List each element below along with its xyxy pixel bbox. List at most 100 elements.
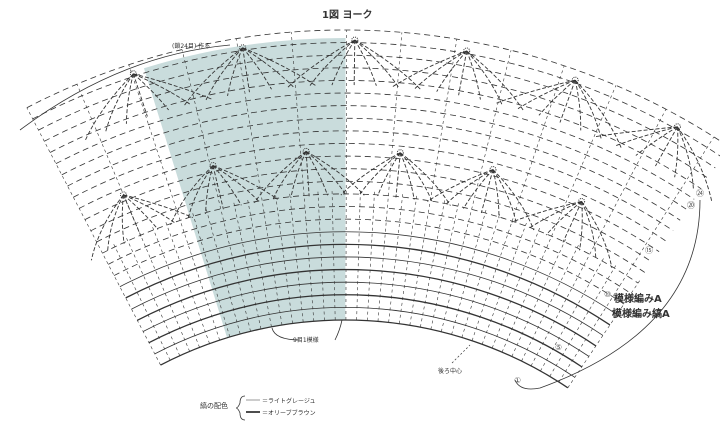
fan-motif-stroke (133, 73, 169, 111)
fan-motif-stroke (212, 165, 224, 210)
stitch-column (567, 279, 641, 388)
stitch-column (451, 209, 487, 335)
fan-motif-stroke (254, 150, 307, 204)
fan-motif-stroke (492, 169, 517, 224)
fan-motif-center (578, 197, 586, 205)
legend-title: 縞の配色 (200, 402, 228, 410)
fan-motif-stroke (677, 126, 713, 202)
stitch-column (530, 109, 667, 367)
fan-motif-center (396, 149, 404, 157)
row-4 (142, 281, 590, 357)
fan-motif-stroke (133, 73, 191, 105)
fan-motif-stroke (187, 165, 214, 220)
legend-item-light-greige: ＝ライトグレージュ (262, 398, 316, 405)
row-16 (73, 130, 674, 232)
fan-motif-center (302, 147, 310, 155)
fan-motif-stroke (90, 194, 124, 261)
row-number-15: ⑮ (645, 246, 653, 255)
fan-motif-stroke (272, 151, 307, 201)
fan-motif-stroke (492, 169, 535, 231)
row-7 (125, 243, 611, 326)
stitch-column (181, 49, 251, 332)
row-number-10: ⑩ (604, 290, 612, 299)
fan-motif-stroke (595, 126, 678, 138)
fan-motif-stroke (574, 79, 622, 149)
fan-motif-stroke (212, 165, 260, 203)
stitch-column (377, 32, 403, 322)
fan-motif-center (129, 70, 137, 78)
stitch-column (290, 32, 315, 322)
row-2 (154, 306, 576, 378)
row-17 (67, 117, 681, 221)
row-number-1: ① (514, 376, 522, 385)
stitch-column (26, 107, 161, 366)
fan-motif-stroke (635, 126, 678, 156)
row-10 (108, 206, 632, 294)
fan-motif-stroke (492, 169, 500, 219)
pattern-a-label: 模様編みA (614, 294, 662, 305)
fan-motif-stroke (123, 194, 142, 237)
stitch-column (289, 192, 304, 323)
fan-motif-stroke (242, 47, 250, 93)
fan-motif-stroke (562, 201, 583, 243)
fan-motif-stroke (340, 152, 401, 196)
stitch-column (409, 39, 458, 326)
row-1 (160, 319, 569, 389)
stitch-column (113, 243, 171, 361)
stitch-column (549, 264, 617, 377)
stitch-column (345, 30, 347, 321)
fan-motif-stroke (305, 150, 365, 196)
row-21 (44, 67, 709, 179)
fan-motif-stroke (674, 126, 679, 178)
fan-motif-center (463, 47, 471, 55)
stitch-column (151, 226, 200, 348)
stitch-column (331, 190, 336, 321)
stitch-column (125, 237, 181, 356)
stitch-column (558, 136, 715, 383)
fan-motif-stroke (538, 79, 576, 116)
fan-motif-stroke (125, 73, 134, 124)
fan-motif-stroke (581, 201, 613, 268)
stitch-column (471, 65, 565, 341)
stripe-pattern-a-label: 模様編み縞A (612, 309, 670, 320)
fan-motif-stroke (105, 73, 134, 132)
fan-motif-stroke (399, 152, 415, 200)
stitch-column (317, 190, 325, 321)
fan-motif-stroke (545, 201, 582, 236)
fan-motif-stroke (170, 165, 214, 226)
row-18 (61, 105, 688, 211)
diagram-title: 1図 ヨーク (322, 10, 373, 21)
legend-brace (235, 395, 246, 421)
fan-motif-stroke (354, 39, 377, 86)
fan-motif-stroke (107, 194, 124, 252)
stitch-column (440, 50, 512, 332)
fan-motif-stroke (331, 39, 356, 86)
stitch-column (481, 222, 528, 345)
fan-motif-center (489, 166, 497, 174)
fan-motif-stroke (123, 194, 176, 224)
fan-motif-stroke (395, 152, 401, 198)
fan-motif-stroke (183, 47, 243, 106)
fan-motif-stroke (358, 152, 401, 196)
fan-motif-stroke (227, 47, 244, 97)
fan-motif-stroke (574, 80, 582, 131)
stitch-column (192, 212, 231, 338)
fan-motif-stroke (305, 151, 328, 196)
fan-motif-stroke (205, 47, 244, 101)
fan-motif-stroke (400, 152, 451, 206)
stitch-column (367, 190, 375, 321)
row-number-24: ㉔ (696, 189, 704, 198)
stitch-column (205, 208, 241, 335)
chain-bracket (19, 44, 231, 131)
stitch-column (420, 199, 446, 328)
stitch-column (388, 193, 404, 323)
row-6 (131, 256, 604, 336)
row-24 (26, 29, 720, 142)
row-number-5: ⑤ (555, 343, 563, 352)
fan-motif-stroke (458, 50, 468, 96)
fan-motif-stroke (290, 151, 307, 198)
stitch-column (233, 201, 262, 329)
fan-motif-stroke (84, 73, 134, 141)
fan-motif-stroke (242, 47, 272, 90)
fan-motif-stroke (466, 50, 524, 111)
